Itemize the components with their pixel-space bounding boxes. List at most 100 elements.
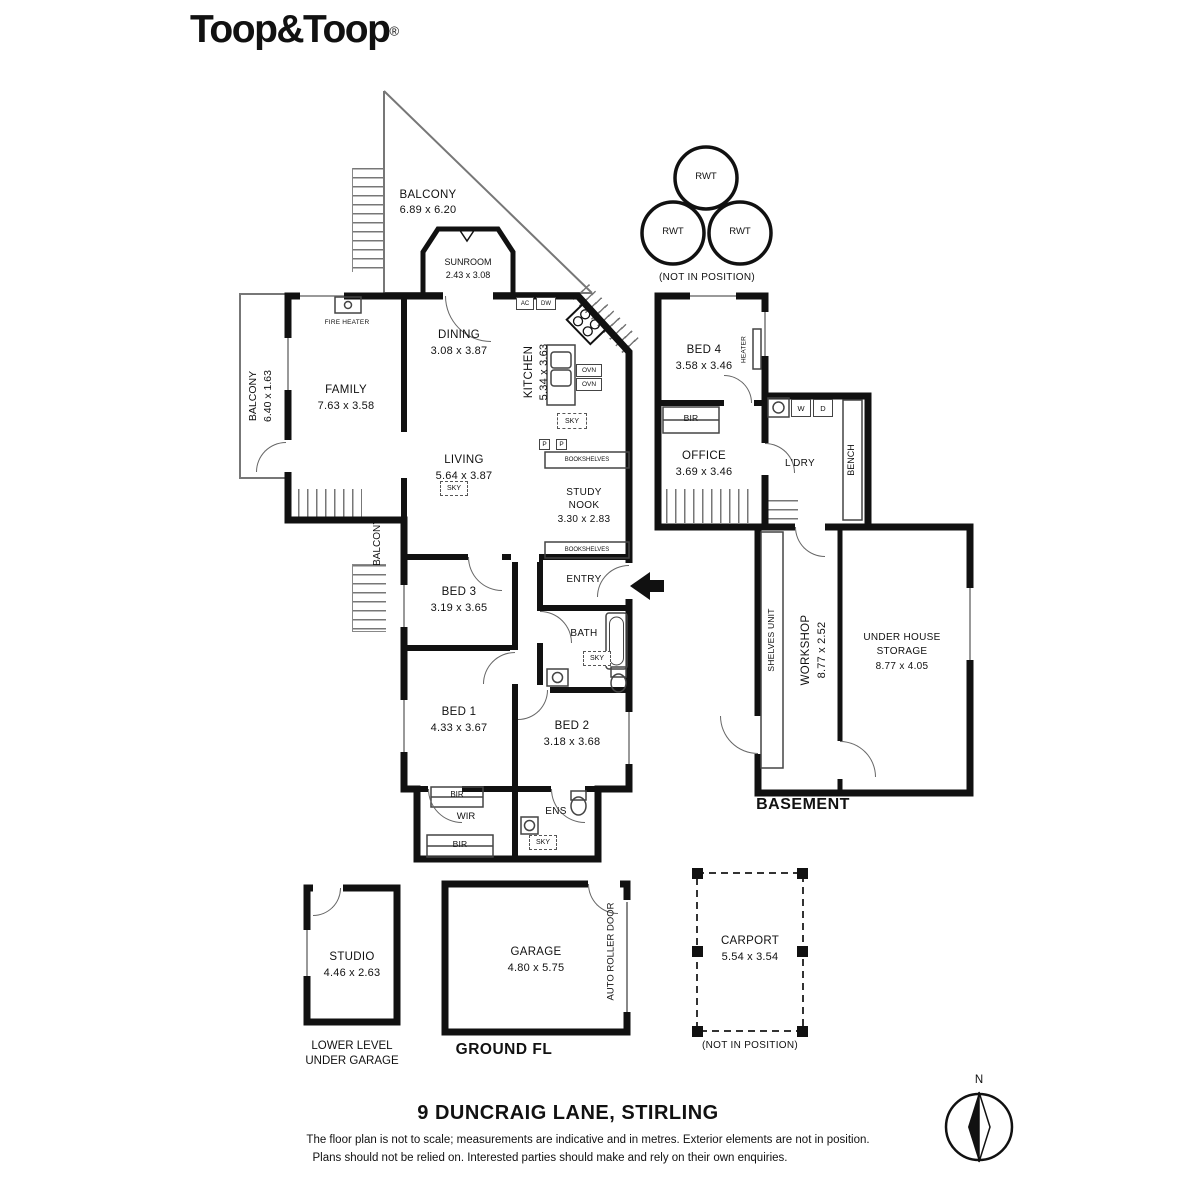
auto-roller-door-label: AUTO ROLLER DOOR [605,902,617,1001]
skylight-tag: SKY [529,835,557,850]
carport-post [692,868,703,879]
rwt-label: RWT [662,226,684,237]
side-balcony-label: BALCONY [371,518,383,566]
bed3-label: BED 3 [441,586,477,598]
dining-room-label: DINING [437,329,481,341]
bir-label: BIR [683,413,699,423]
living-room-dims: 5.64 x 3.87 [435,470,493,482]
rwt-label: RWT [729,226,751,237]
disclaimer-line-2: Plans should not be relied on. Intereste… [312,1152,788,1164]
skylight-tag: SKY [583,651,611,666]
dining-room-dims: 3.08 x 3.87 [430,345,488,357]
oven-tag: OVN [576,378,602,391]
heater-label: HEATER [740,335,748,364]
post-tag: P [556,439,567,450]
registered-mark: ® [389,23,400,39]
tanks-not-in-position-note: (NOT IN POSITION) [658,272,756,283]
workshop-label: WORKSHOP [799,614,812,686]
washer-tag: W [791,399,811,417]
bir-label: BIR [452,839,468,849]
carport-post [797,1026,808,1037]
ground-floor-title: GROUND FL [455,1041,553,1058]
disclaimer-line-1: The floor plan is not to scale; measurem… [306,1134,870,1146]
entry-label: ENTRY [566,574,602,585]
carport-not-in-position-note: (NOT IN POSITION) [701,1040,799,1051]
sunroom-walls [420,226,516,293]
rwt-tanks [640,145,773,266]
wir-label: WIR [456,811,476,822]
study-nook-label-2: NOOK [568,500,600,511]
family-room-label: FAMILY [325,384,367,396]
bed1-label: BED 1 [441,706,477,718]
garage-dims: 4.80 x 5.75 [507,962,565,974]
dw-tag: DW [536,297,556,310]
fixtures [334,296,863,858]
living-room-label: LIVING [444,454,484,466]
balcony-left-dims: 6.40 x 1.63 [262,370,275,422]
carport-label: CARPORT [720,935,780,947]
balcony-left-label: BALCONY [247,370,260,422]
skylight-tag: SKY [440,481,468,496]
sunroom-label: SUNROOM [444,257,492,267]
windows [284,292,974,976]
storage-label-1: UNDER HOUSE [863,632,941,643]
cooktop [565,301,610,346]
ac-tag: AC [516,297,534,310]
bed2-dims: 3.18 x 3.68 [543,736,601,748]
storage-dims: 8.77 x 4.05 [875,661,929,672]
post-tag: P [539,439,550,450]
sunroom-bay-notch [458,228,476,243]
workshop-dims: 8.77 x 2.52 [815,621,828,679]
rwt-label: RWT [695,171,717,182]
fire-heater-label: FIRE HEATER [324,319,370,326]
brand-logo-text: Toop&Toop [190,8,391,51]
balcony-stairs [352,168,384,272]
bed4-label: BED 4 [686,344,722,356]
studio-label: STUDIO [329,951,375,963]
bed3-dims: 3.19 x 3.65 [430,602,488,614]
carport-post [692,946,703,957]
family-stairs [298,489,362,518]
office-stairs [666,489,752,523]
study-nook-label-1: STUDY [566,487,602,498]
lower-level-note-1: LOWER LEVEL [311,1040,393,1052]
page-title: 9 DUNCRAIG LANE, STIRLING [417,1102,719,1124]
carport-post [797,946,808,957]
shelves-unit-label: SHELVES UNIT [766,608,777,672]
bench-label: BENCH [846,444,857,476]
carport-post [797,868,808,879]
side-balcony-stairs [352,564,386,632]
office-dims: 3.69 x 3.46 [675,466,733,478]
carport-dims: 5.54 x 3.54 [721,951,779,963]
bookshelves-label: BOOKSHELVES [564,457,610,463]
bookshelves-label: BOOKSHELVES [564,547,610,553]
compass-north-label: N [974,1074,984,1086]
bed2-label: BED 2 [554,720,590,732]
ground-floor-walls [284,292,633,863]
dryer-tag: D [813,399,833,417]
laundry-label: L'DRY [785,458,815,469]
bath-label: BATH [570,628,598,639]
oven-tag: OVN [576,364,602,377]
basement-title: BASEMENT [756,796,850,813]
family-room-dims: 7.63 x 3.58 [317,400,375,412]
office-label: OFFICE [682,450,726,462]
storage-label-2: STORAGE [876,646,928,657]
bed1-dims: 4.33 x 3.67 [430,722,488,734]
compass [944,1091,1014,1163]
kitchen-label: KITCHEN [522,345,535,399]
ens-label: ENS [545,806,567,817]
kitchen-dims: 5.34 x 3.63 [537,343,550,401]
balcony-top-label: BALCONY [399,189,457,201]
sunroom-dims: 2.43 x 3.08 [445,270,491,280]
bir-label: BIR [450,790,464,799]
study-nook-dims: 3.30 x 2.83 [557,514,611,525]
lower-level-note-2: UNDER GARAGE [305,1055,399,1067]
bed4-dims: 3.58 x 3.46 [675,360,733,372]
garage-label: GARAGE [510,946,562,958]
skylight-tag: SKY [557,413,587,429]
carport-post [692,1026,703,1037]
studio-dims: 4.46 x 2.63 [323,967,381,979]
